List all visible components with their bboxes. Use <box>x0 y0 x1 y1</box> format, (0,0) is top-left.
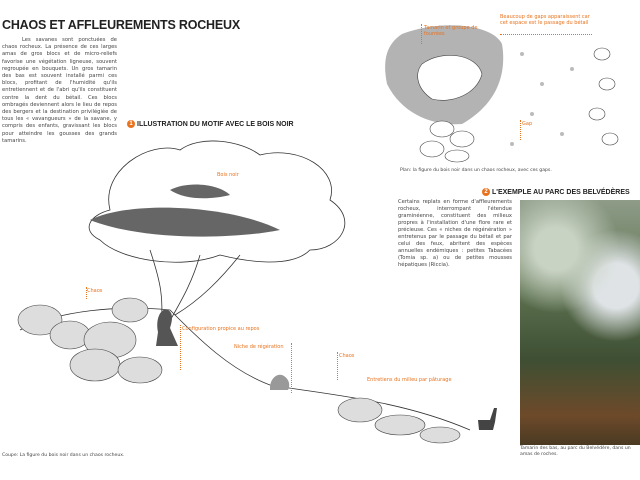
photo-caption: Tamarin des bas, au parc du Belvédère, d… <box>520 446 631 457</box>
section-illustration <box>17 140 497 444</box>
section-1-heading: 1 ILLUSTRATION DU MOTIF AVEC LE BOIS NOI… <box>127 120 294 128</box>
label-gap: Gap <box>522 121 533 127</box>
label-entretien: Entretiens du milieu par pâturage <box>367 377 452 383</box>
label-bois-noir: Bois noir <box>217 172 239 178</box>
section-caption: Coupe: La figure du bois noir dans un ch… <box>2 453 125 458</box>
plan-caption: Plan: la figure du bois noir dans un cha… <box>400 168 552 173</box>
section-2-title: L'EXEMPLE AU PARC DES BELVÉDÈRES <box>492 188 630 196</box>
page-title: CHAOS ET AFFLEUREMENTS ROCHEUX <box>2 18 240 32</box>
label-repos: Configuration propice au repos <box>182 326 260 332</box>
plan-illustration <box>385 25 619 163</box>
label-gaps-note: Beaucoup de gaps apparaissent car cet es… <box>500 14 590 26</box>
regeneration-paragraph: Certains replats en forme d'affleurement… <box>398 199 512 268</box>
label-chaos-2: Chaos <box>339 353 355 359</box>
label-tamarin: Tamarin et groupe de fourrées <box>424 25 478 37</box>
tamarin-photo <box>520 200 640 445</box>
section-number-badge: 1 <box>127 120 135 128</box>
label-niche: Niche de régération <box>234 344 284 350</box>
section-number-badge: 2 <box>482 188 490 196</box>
intro-paragraph: Les savanes sont ponctuées de chaos roch… <box>2 37 117 144</box>
section-1-title: ILLUSTRATION DU MOTIF AVEC LE BOIS NOIR <box>137 120 294 128</box>
label-chaos: Chaos <box>87 288 103 294</box>
section-2-heading: 2 L'EXEMPLE AU PARC DES BELVÉDÈRES <box>482 188 630 196</box>
